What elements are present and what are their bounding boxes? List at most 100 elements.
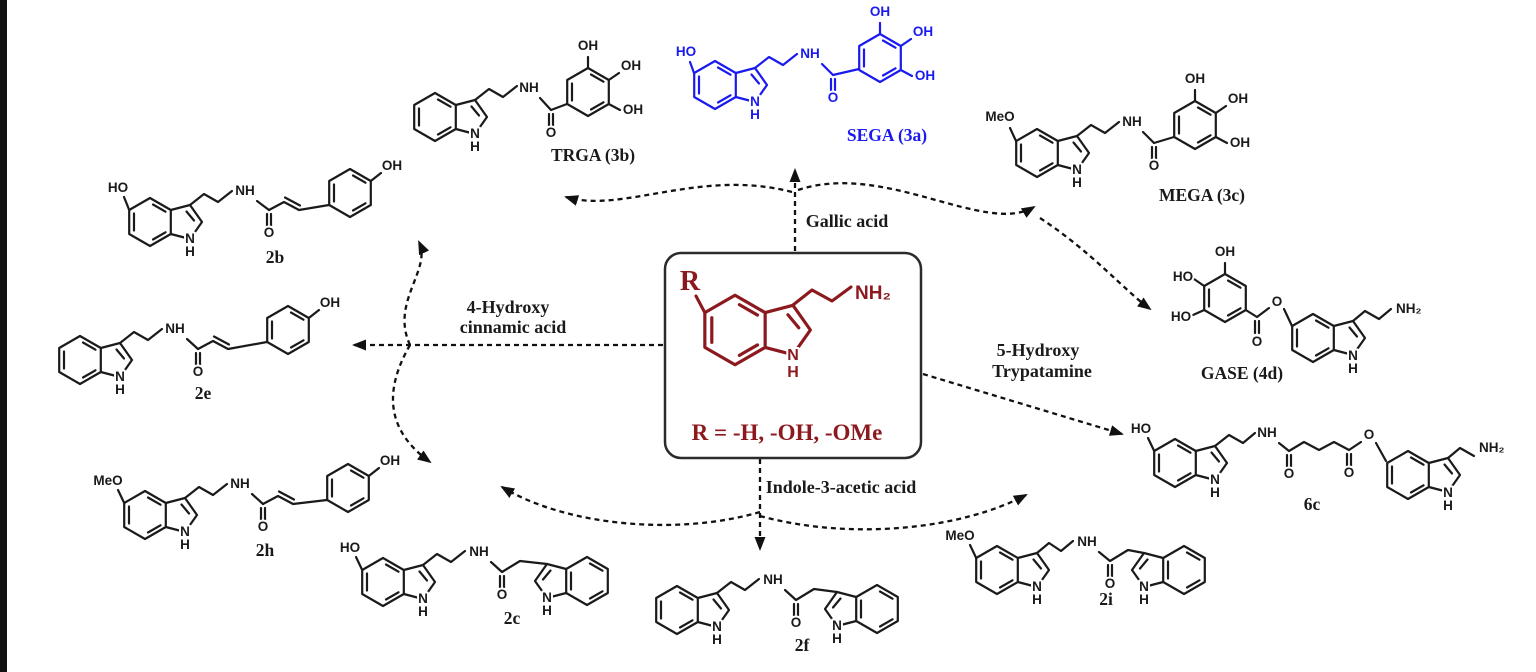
c6c-nh: NH [1257,425,1277,440]
compound-name-sega: SEGA (3a) [847,125,927,145]
c2f-n2: N [832,618,842,633]
c2f-h2: H [832,631,842,646]
c2e-n: N [115,369,125,384]
structure-mega: MeO N H NH O OH OH OH MEGA (3c) [983,69,1252,207]
structure-6c: HO N H NH O O O N H NH₂ 6c [1129,419,1507,516]
c2c-o: O [497,587,508,602]
structure-2c: HO N H NH O N H 2c [338,538,609,630]
structure-2i: MeO N H NH O N H 2i [943,526,1206,611]
c2h-nh: NH [230,476,250,491]
c2e-oh: OH [320,295,340,310]
c2h-oh: OH [380,453,400,468]
c6c-h2: H [1443,498,1453,513]
c6c-n1: N [1210,472,1220,487]
compound-name-2b: 2b [266,247,285,267]
mega-n: N [1072,162,1082,177]
gase-ho2: HO [1171,309,1191,324]
c6c-ho: HO [1131,421,1151,436]
mega-h: H [1072,175,1082,190]
c2e-o: O [193,364,204,379]
c6c-o-ester: O [1364,427,1375,442]
c2e-h: H [115,382,125,397]
sega-n: N [750,94,760,109]
structure-trga: N H NH O OH OH OH TRGA (3b) [413,36,645,167]
reagent-labels: Gallic acid 4-Hydroxy cinnamic acid 5-Hy… [458,209,1094,499]
trga-oh2: OH [621,58,641,73]
label-4-hydroxy: 4-Hydroxy [467,297,550,317]
c2c-n2: N [542,590,552,605]
sega-h: H [750,107,760,122]
label-gallic-acid: Gallic acid [806,211,889,231]
mega-o: O [1149,158,1160,173]
c2i-n1: N [1032,579,1042,594]
structure-2e: N H NH O OH 2e [58,293,342,405]
c6c-h1: H [1210,485,1220,500]
arrow-to-2h [391,344,432,464]
sega-o: O [828,90,839,105]
c2h-h: H [180,537,190,552]
c2b-h: H [185,244,195,259]
sega-nh: NH [800,46,820,61]
sega-oh1: OH [870,4,890,19]
mega-meo: MeO [985,109,1014,124]
arrow-to-2b [403,240,430,346]
gase-ho1: HO [1173,269,1193,284]
gase-o-carbonyl: O [1252,334,1263,349]
core-n-label: N [787,347,799,364]
gase-nh2: NH₂ [1396,301,1422,316]
structure-sega: HO N H NH O OH OH OH SEGA (3a) [674,2,937,147]
trga-o: O [546,125,557,140]
c6c-n2: N [1443,485,1453,500]
c2c-h1: H [418,604,428,619]
c2i-meo: MeO [945,528,974,543]
trga-oh1: OH [578,38,598,53]
structure-2b: HO N H NH O OH 2b [106,156,404,269]
figure-left-crop-bar [0,0,7,672]
structure-core-tryptamine: R NH₂ N H R = -H, -OH, -OMe [678,264,893,447]
c2c-h2: H [542,603,552,618]
sega-oh3: OH [915,68,935,83]
mega-oh3: OH [1230,135,1250,150]
c2b-nh: NH [235,183,255,198]
trga-oh3: OH [623,102,643,117]
c2b-n: N [185,231,195,246]
c2h-o: O [258,519,269,534]
arrow-to-trga [564,183,793,206]
arrow-to-2i [759,493,1028,531]
sega-ho: HO [676,44,696,59]
c2b-oh: OH [382,158,402,173]
compound-name-2c: 2c [504,608,521,628]
compound-name-2h: 2h [256,540,275,560]
dashed-arrows [352,168,1152,551]
c2c-ho: HO [340,540,360,555]
c2i-h2: H [1139,592,1149,607]
arrow-to-mega [797,182,1036,218]
label-indole-3-acetic-acid: Indole-3-acetic acid [766,477,916,497]
c2f-n1: N [712,619,722,634]
c6c-nh2: NH₂ [1479,440,1505,455]
compound-name-trga: TRGA (3b) [551,145,635,165]
compound-name-mega: MEGA (3c) [1159,185,1245,205]
compound-name-2i: 2i [1099,589,1113,609]
sega-oh2: OH [913,24,933,39]
c2i-nh: NH [1077,534,1097,549]
structure-2f: N H NH O N H 2f [655,570,899,657]
gase-oh: OH [1215,244,1235,259]
c2f-o: O [791,615,802,630]
trga-h: H [470,139,480,154]
structure-gase: OH HO HO O O N H NH₂ GASE (4d) [1169,242,1424,385]
core-amine-label: NH₂ [855,283,891,304]
trga-n: N [470,126,480,141]
gase-o-ester: O [1272,294,1283,309]
c6c-o1: O [1284,466,1295,481]
c2e-nh: NH [165,321,185,336]
c2i-n2: N [1139,579,1149,594]
arrow-to-gase [1039,217,1152,311]
c2h-n: N [180,524,190,539]
c2b-o: O [264,225,275,240]
label-trypatamine: Trypatamine [992,361,1092,381]
core-r-definition: R = -H, -OH, -OMe [692,420,883,445]
compound-name-2e: 2e [195,383,212,403]
